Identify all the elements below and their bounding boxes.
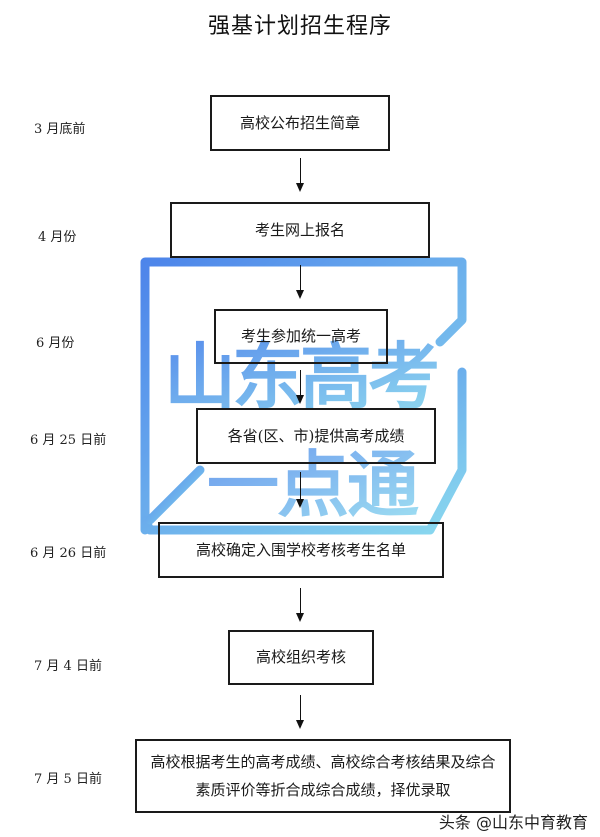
- step-date: 7 月 5 日前: [34, 772, 102, 787]
- step-label: 考生网上报名: [254, 220, 345, 239]
- step-label: 各省(区、市)提供高考成绩: [227, 426, 405, 445]
- step-box-assessment: 高校组织考核: [228, 630, 374, 685]
- step-label-line1: 高校根据考生的高考成绩、高校综合考核结果及综合: [150, 752, 496, 771]
- arrow-down-icon: [296, 265, 304, 299]
- step-box-announce: 高校公布招生简章: [210, 95, 390, 151]
- step-date: 7 月 4 日前: [34, 659, 102, 674]
- step-date: 6 月 26 日前: [30, 546, 107, 561]
- step-date: 6 月 25 日前: [30, 433, 107, 448]
- source-credit: 头条 @山东中育教育: [438, 813, 588, 832]
- page-title: 强基计划招生程序: [207, 14, 392, 39]
- step-label-line2: 素质评价等折合成综合成绩，择优录取: [195, 781, 451, 799]
- step-date: 3 月底前: [34, 122, 86, 137]
- step-box-shortlist: 高校确定入围学校考核考生名单: [158, 522, 444, 578]
- step-box-register: 考生网上报名: [170, 202, 430, 258]
- step-box-exam: 考生参加统一高考: [214, 309, 388, 364]
- step-label: 考生参加统一高考: [240, 327, 361, 346]
- arrow-down-icon: [296, 472, 304, 508]
- arrow-down-icon: [296, 158, 304, 192]
- step-date: 6 月份: [36, 336, 75, 351]
- arrow-down-icon: [296, 370, 304, 404]
- step-box-scores: 各省(区、市)提供高考成绩: [196, 408, 436, 464]
- arrow-down-icon: [296, 695, 304, 729]
- step-label: 高校确定入围学校考核考生名单: [195, 540, 406, 559]
- step-label: 高校组织考核: [255, 648, 346, 667]
- step-date: 4 月份: [38, 230, 77, 245]
- arrow-down-icon: [296, 588, 304, 622]
- step-box-admission: 高校根据考生的高考成绩、高校综合考核结果及综合 素质评价等折合成综合成绩，择优录…: [135, 739, 511, 813]
- step-label: 高校公布招生简章: [239, 113, 360, 132]
